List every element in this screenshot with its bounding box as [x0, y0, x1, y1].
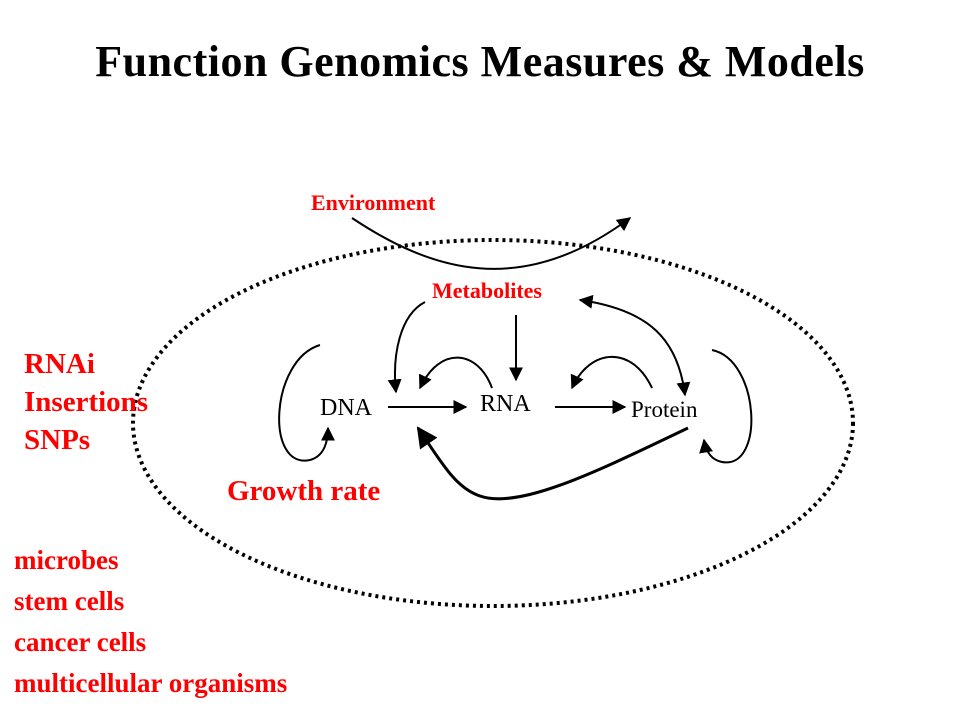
systems-list: microbes stem cells cancer cells multice… [14, 540, 287, 704]
dna-self-loop-arrow [278, 344, 335, 462]
environment-label: Environment [311, 190, 436, 215]
metabolites-to-dna-arrow [387, 301, 426, 394]
perturbation-list: RNAi Insertions SNPs [24, 345, 148, 459]
metabolites-label: Metabolites [432, 278, 542, 303]
system-item-microbes: microbes [14, 545, 119, 575]
dna-label: DNA [320, 395, 372, 421]
protein-metabolites-arrow [578, 294, 691, 397]
protein-self-loop-arrow [699, 349, 753, 464]
system-item-stem-cells: stem cells [14, 586, 125, 616]
system-item-cancer-cells: cancer cells [14, 627, 147, 657]
slide-title: Function Genomics Measures & Models [95, 37, 865, 86]
environment-exchange-arrow [351, 217, 632, 270]
perturbation-item-snps: SNPs [24, 424, 91, 456]
growth-rate-label: Growth rate [227, 475, 381, 507]
rna-to-dna-feedback-arrow [418, 356, 493, 390]
protein-label: Protein [631, 397, 698, 422]
perturbation-item-rnai: RNAi [24, 348, 95, 380]
perturbation-item-insertions: Insertions [24, 386, 149, 418]
protein-to-rna-feedback-arrow [570, 355, 653, 390]
cell-boundary [131, 238, 855, 608]
system-item-multicellular-organisms: multicellular organisms [14, 668, 288, 698]
protein-to-dna-feedback-arrow [416, 426, 689, 501]
rna-label: RNA [480, 391, 531, 417]
